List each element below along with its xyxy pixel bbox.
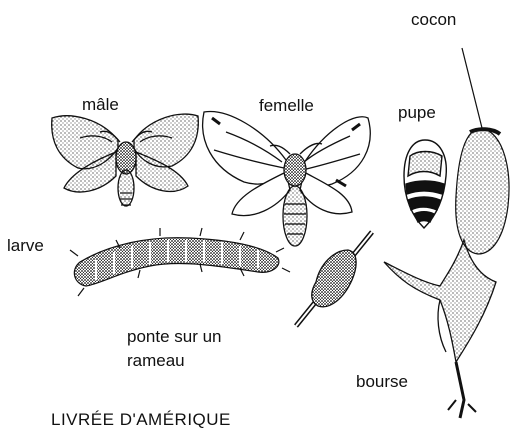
label-femelle: femelle [259, 96, 314, 116]
male-moth [52, 114, 199, 206]
label-bourse: bourse [356, 372, 408, 392]
label-ponte-line1: ponte sur un [127, 325, 222, 349]
pupa [404, 140, 446, 228]
egg-mass-on-twig [296, 232, 372, 326]
cocoon [456, 48, 509, 254]
label-ponte-line2: rameau [127, 349, 222, 373]
female-moth [203, 112, 371, 246]
label-cocon: cocon [411, 10, 456, 30]
label-pupe: pupe [398, 103, 436, 123]
label-ponte: ponte sur un rameau [127, 325, 222, 373]
larva [70, 228, 290, 296]
label-male: mâle [82, 95, 119, 115]
figure-caption: LIVRÉE D'AMÉRIQUE [51, 410, 231, 430]
label-larve: larve [7, 236, 44, 256]
